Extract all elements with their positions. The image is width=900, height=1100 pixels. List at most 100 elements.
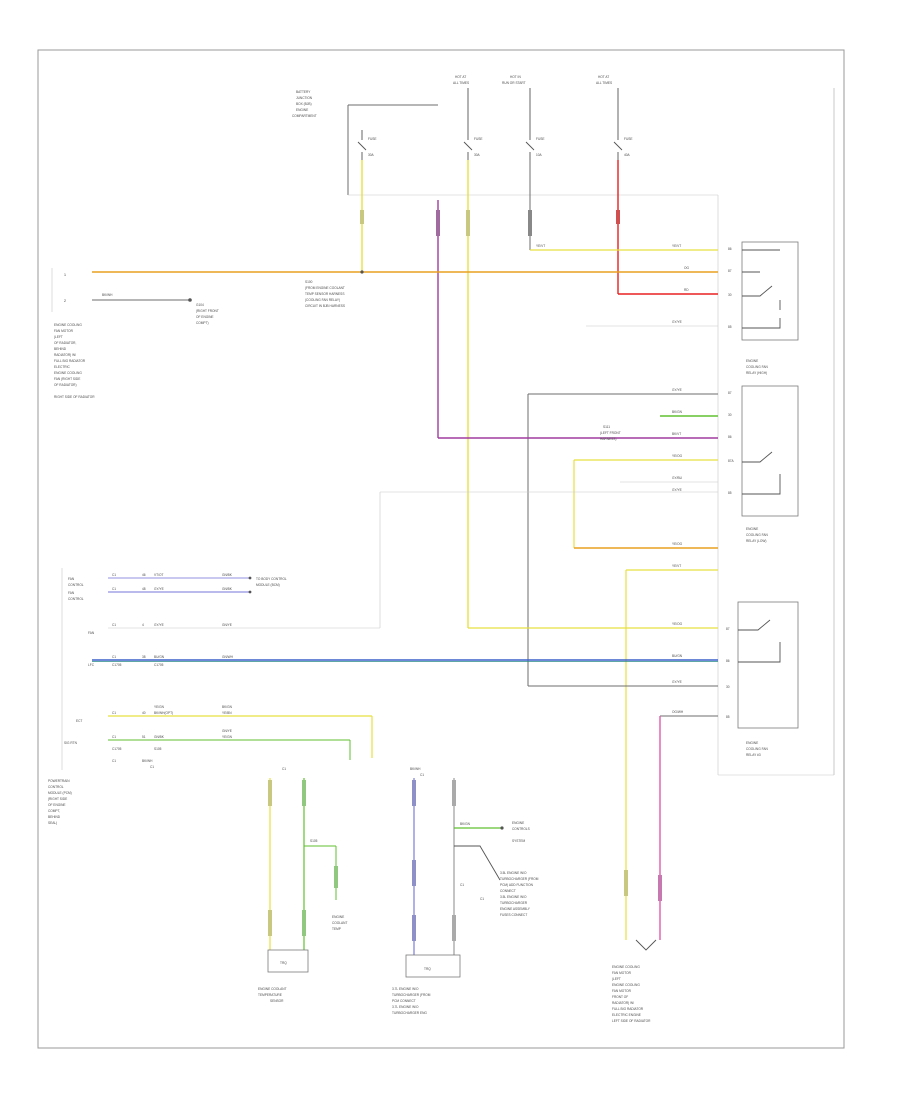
svg-text:TRQ: TRQ (280, 961, 287, 965)
svg-text:BOX (BJB): BOX (BJB) (296, 102, 312, 106)
svg-text:COMPARTMENT: COMPARTMENT (292, 114, 317, 118)
svg-text:FAN MOTOR: FAN MOTOR (612, 971, 632, 975)
svg-text:CONTROL: CONTROL (48, 785, 64, 789)
svg-text:87: 87 (728, 269, 732, 273)
svg-text:ELECTRIC: ELECTRIC (54, 365, 70, 369)
svg-text:OF ENGINE: OF ENGINE (196, 315, 214, 319)
svg-text:GN/BK: GN/BK (222, 573, 233, 577)
svg-text:30A: 30A (474, 153, 481, 157)
svg-text:LEFT SIDE OF RADIATOR: LEFT SIDE OF RADIATOR (612, 1019, 651, 1023)
svg-text:C1: C1 (112, 735, 116, 739)
svg-text:RD: RD (684, 288, 689, 292)
svg-text:38: 38 (142, 655, 146, 659)
svg-text:(RIGHT FRONT: (RIGHT FRONT (196, 309, 219, 313)
fuse-3: FUSE 10A (525, 88, 545, 160)
svg-text:YE/VT: YE/VT (536, 244, 545, 248)
svg-text:HOT IN: HOT IN (510, 75, 521, 79)
svg-text:86: 86 (728, 247, 732, 251)
svg-text:GY/YE: GY/YE (672, 388, 682, 392)
svg-text:C1: C1 (112, 623, 116, 627)
svg-text:(RIGHT SIDE: (RIGHT SIDE (48, 797, 67, 801)
pressure-sensor: BK/WH C1 BK/GN ENGINE CONTROLS SYSTEM C1… (392, 767, 539, 1015)
svg-text:BK/GN: BK/GN (460, 822, 471, 826)
fuse-block-top: BATTERY JUNCTION BOX (BJB) ENGINE COMPAR… (292, 75, 834, 776)
svg-text:51: 51 (142, 735, 146, 739)
svg-text:86: 86 (728, 435, 732, 439)
svg-text:85: 85 (728, 491, 732, 495)
svg-text:ECT: ECT (76, 719, 82, 723)
svg-text:FRONT OF: FRONT OF (612, 995, 628, 999)
svg-text:ENGINE ASSEMBLY: ENGINE ASSEMBLY (500, 907, 531, 911)
svg-text:C1: C1 (480, 897, 484, 901)
svg-text:CONTROL: CONTROL (68, 597, 84, 601)
svg-text:G104: G104 (196, 303, 204, 307)
svg-text:85: 85 (726, 715, 730, 719)
svg-text:FAN (RIGHT SIDE: FAN (RIGHT SIDE (54, 377, 80, 381)
svg-text:FUSE: FUSE (536, 137, 545, 141)
svg-text:C1: C1 (112, 573, 116, 577)
svg-text:3.5L ENGINE W/O: 3.5L ENGINE W/O (500, 895, 527, 899)
pcm-block: FAN CONTROL FAN CONTROL FAN LFC ECT SIG … (48, 492, 381, 825)
svg-text:PCM) ADD FUNCTION: PCM) ADD FUNCTION (500, 883, 534, 887)
svg-text:ENGINE: ENGINE (746, 741, 758, 745)
svg-text:87: 87 (728, 391, 732, 395)
svg-text:GY/YE: GY/YE (154, 623, 164, 627)
svg-text:30: 30 (728, 293, 732, 297)
svg-text:COOLING FAN: COOLING FAN (746, 747, 768, 751)
svg-text:BK/WH: BK/WH (410, 767, 421, 771)
svg-text:COOLING FAN: COOLING FAN (746, 533, 768, 537)
svg-text:RELAY (HIGH): RELAY (HIGH) (746, 371, 767, 375)
svg-text:ENGINE COOLING: ENGINE COOLING (612, 965, 640, 969)
svg-text:TEMPERATURE: TEMPERATURE (258, 993, 282, 997)
svg-text:48: 48 (142, 587, 146, 591)
svg-text:10A: 10A (536, 153, 543, 157)
svg-text:C1: C1 (112, 759, 116, 763)
svg-text:C1: C1 (282, 767, 286, 771)
svg-text:ELECTRIC ENGINE: ELECTRIC ENGINE (612, 1013, 641, 1017)
svg-text:YE/GN: YE/GN (222, 735, 233, 739)
svg-text:(LEFT: (LEFT (54, 335, 63, 339)
svg-text:BK/GN: BK/GN (222, 705, 233, 709)
svg-text:YE/OG: YE/OG (672, 454, 683, 458)
svg-text:FAN: FAN (68, 577, 75, 581)
svg-text:CIRCUIT IN BJB HARNESS: CIRCUIT IN BJB HARNESS (305, 304, 345, 308)
svg-text:OG/WH: OG/WH (672, 710, 684, 714)
svg-text:YE/VT: YE/VT (672, 244, 681, 248)
diagram-frame (37, 49, 845, 1049)
relay-bottom-right: YE/OG BU/GN GY/YE OG/WH 87 86 30 85 ENGI… (92, 601, 799, 757)
svg-text:GY/YE: GY/YE (154, 587, 164, 591)
svg-text:46: 46 (142, 573, 146, 577)
svg-text:C1: C1 (112, 587, 116, 591)
cooling-fan-module: 1 2 BK/WH G104 (RIGHT FRONT OF ENGINE CO… (51, 268, 219, 399)
svg-text:3.7L ENGINE W/O: 3.7L ENGINE W/O (392, 987, 419, 991)
svg-text:(COOLING FAN RELAY): (COOLING FAN RELAY) (305, 298, 340, 302)
svg-text:BU/GN: BU/GN (154, 655, 165, 659)
svg-text:ENGINE: ENGINE (746, 527, 758, 531)
relay-top-right: YE/VT YE/VT RD OG GY/YE 86 87 30 85 ENGI… (530, 241, 799, 375)
svg-text:HARNESS): HARNESS) (600, 437, 616, 441)
svg-text:MODULE (BCM): MODULE (BCM) (256, 583, 280, 587)
svg-text:S105: S105 (154, 747, 162, 751)
svg-text:ALL TIMES: ALL TIMES (596, 81, 612, 85)
svg-text:HOT AT: HOT AT (455, 75, 466, 79)
svg-text:TEMP SENSOR HARNESS: TEMP SENSOR HARNESS (305, 292, 344, 296)
svg-text:(LEFT: (LEFT (612, 977, 621, 981)
svg-text:FULL BIG RADIATOR: FULL BIG RADIATOR (612, 1007, 644, 1011)
right-sensor: ENGINE COOLING FAN MOTOR (LEFT ENGINE CO… (612, 716, 662, 1023)
svg-text:RUN OR START: RUN OR START (502, 81, 526, 85)
svg-text:TURBOCHARGER: TURBOCHARGER (500, 901, 528, 905)
svg-text:ENGINE: ENGINE (746, 359, 758, 363)
svg-text:POWERTRAIN: POWERTRAIN (48, 779, 70, 783)
svg-text:GY/YE: GY/YE (672, 320, 682, 324)
svg-text:40: 40 (142, 711, 146, 715)
svg-text:TURBOCHARGER (FROM: TURBOCHARGER (FROM (392, 993, 431, 997)
svg-text:40A: 40A (624, 153, 631, 157)
svg-text:C1705: C1705 (154, 663, 164, 667)
svg-text:3.7L ENGINE W/O: 3.7L ENGINE W/O (392, 1005, 419, 1009)
svg-text:COOLANT: COOLANT (332, 921, 347, 925)
svg-text:FAN: FAN (88, 631, 95, 635)
svg-text:SENSOR: SENSOR (270, 999, 284, 1003)
svg-text:TURBOCHARGER ENG: TURBOCHARGER ENG (392, 1011, 427, 1015)
svg-text:S100: S100 (305, 280, 313, 284)
svg-text:FUSES CONNECT: FUSES CONNECT (500, 913, 527, 917)
